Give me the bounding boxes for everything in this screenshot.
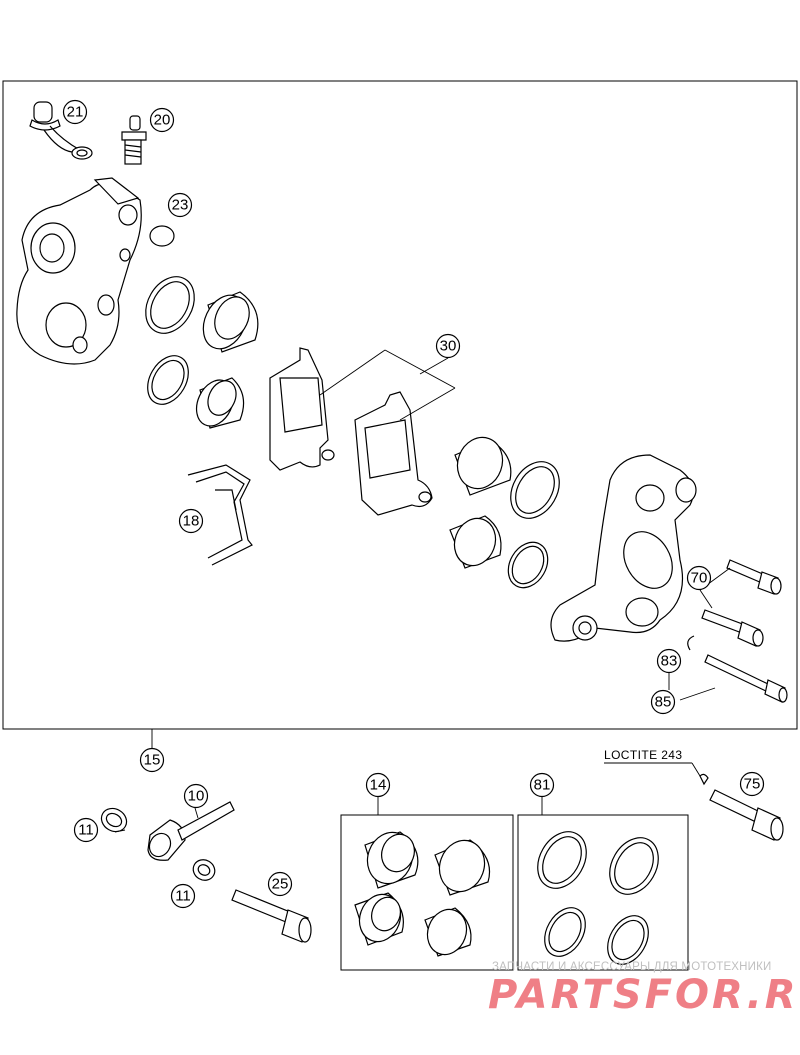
seal-kit-box [517,814,689,971]
banjo-bolt [231,889,312,943]
svg-text:20: 20 [154,112,171,129]
pad-pin [704,654,788,703]
svg-text:75: 75 [744,776,761,793]
svg-text:14: 14 [370,777,387,794]
bleeder-screw [121,115,147,165]
small-pin [699,773,709,786]
svg-text:18: 18 [183,513,200,530]
washer-lower [192,859,216,881]
svg-text:11: 11 [78,822,94,839]
banjo-fitting [147,801,235,861]
main-frame [2,80,798,730]
seal-kit-seals [537,831,659,965]
watermark-logo: PARTSFOR.RU [488,972,800,1018]
callout-81: 81 [529,772,555,798]
callout-70: 70 [686,565,712,591]
piston-kit-box [340,814,514,971]
leader-lines [114,349,731,833]
svg-text:70: 70 [691,570,708,587]
svg-text:11: 11 [175,888,191,905]
callout-11-lower: 11 [170,883,196,909]
watermark-tagline: ЗАПЧАСТИ И АКСЕССУАРЫ ДЛЯ МОТОТЕХНИКИ [492,961,772,973]
svg-text:83: 83 [661,653,678,670]
loctite-label: LOCTITE 243 [604,748,683,762]
callout-20: 20 [149,107,175,133]
pad-spring [187,464,253,566]
svg-text:10: 10 [188,788,205,805]
callout-10: 10 [183,783,209,809]
svg-text:21: 21 [67,104,84,121]
callout-85: 85 [650,689,676,715]
right-seals-pistons [449,436,560,589]
retaining-clip [687,635,695,651]
small-o-ring [149,225,175,247]
callout-15: 15 [139,747,165,773]
caliper-bolt-upper [726,559,782,595]
svg-text:81: 81 [534,777,551,794]
callout-25: 25 [267,871,293,897]
left-caliper-half [16,177,142,365]
callout-75: 75 [739,771,765,797]
callout-30: 30 [435,333,461,359]
piston-kit-pistons [354,831,491,957]
callout-83: 83 [656,648,682,674]
right-caliper-half [550,454,697,642]
callout-14: 14 [365,772,391,798]
svg-text:25: 25 [272,876,289,893]
svg-text:30: 30 [440,338,457,355]
callout-21: 21 [62,99,88,125]
caliper-bolt-lower [701,609,764,647]
callouts: 21 20 23 30 18 70 83 85 15 75 10 11 11 2… [62,99,765,909]
svg-text:15: 15 [144,752,161,769]
washer-upper [100,807,128,833]
callout-11-upper: 11 [73,817,99,843]
callout-23: 23 [167,192,193,218]
svg-text:23: 23 [172,197,189,214]
bolt-75 [709,789,784,841]
svg-text:85: 85 [655,694,672,711]
left-seals-pistons [145,276,259,429]
brake-pad-rear [354,391,433,516]
brake-pad-front [269,347,335,471]
bleeder-cap [29,101,93,160]
callout-18: 18 [178,508,204,534]
